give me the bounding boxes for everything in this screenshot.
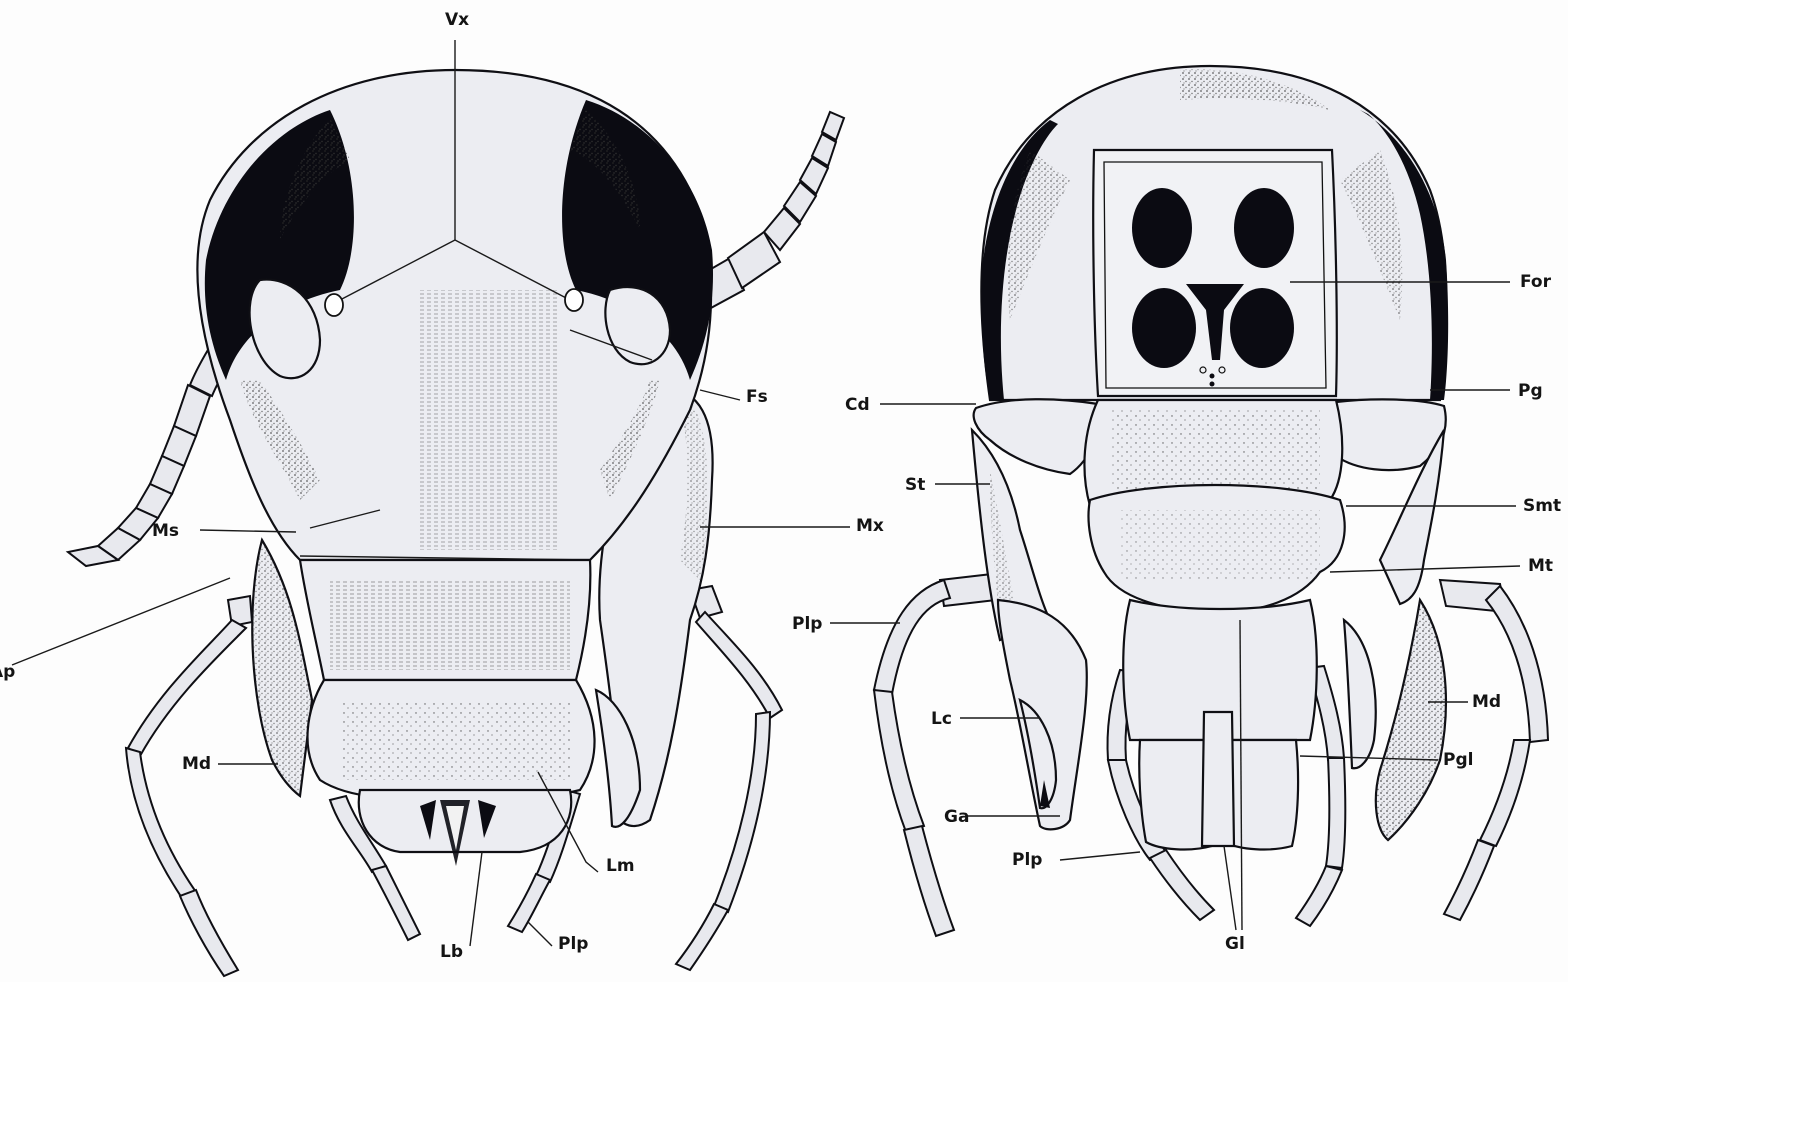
right-maxillary-palp (676, 586, 782, 970)
label-mandible-right: Md (1472, 694, 1501, 711)
label-lacinia: Lc (931, 711, 952, 728)
label-ap: Ap (0, 664, 15, 681)
left-maxillary-palp (126, 596, 252, 976)
label-cardo: Cd (845, 397, 870, 414)
label-labium: Lb (440, 944, 463, 961)
anterior-view (12, 40, 850, 976)
posterior-left-palp (874, 574, 996, 936)
label-galea: Ga (944, 809, 969, 826)
label-foramen: For (1520, 274, 1551, 291)
label-labrum: Lm (606, 858, 635, 875)
insect-head-diagram: Vx Fs Ms Mx Ap Md Lm Lb Plp For Cd Pg St… (0, 0, 1568, 982)
label-stipes: St (905, 477, 925, 494)
label-postgena: Pg (1518, 383, 1543, 400)
label-mentum: Mt (1528, 558, 1553, 575)
posterior-view (830, 66, 1548, 936)
label-submentum: Smt (1523, 498, 1561, 515)
label-glossa: Gl (1225, 936, 1245, 953)
label-palp-lower: Plp (1012, 852, 1042, 869)
label-paraglossa: Pgl (1443, 752, 1473, 769)
label-palp-left-view: Plp (558, 936, 588, 953)
label-mandible-left: Md (182, 756, 211, 773)
diagram-drawing (0, 0, 1568, 982)
label-frontal-suture: Fs (746, 389, 768, 406)
label-ms: Ms (152, 523, 179, 540)
ligula-center (1202, 712, 1234, 846)
label-maxilla: Mx (856, 518, 884, 535)
label-palp-upper: Plp (792, 616, 822, 633)
label-vertex: Vx (445, 12, 469, 29)
